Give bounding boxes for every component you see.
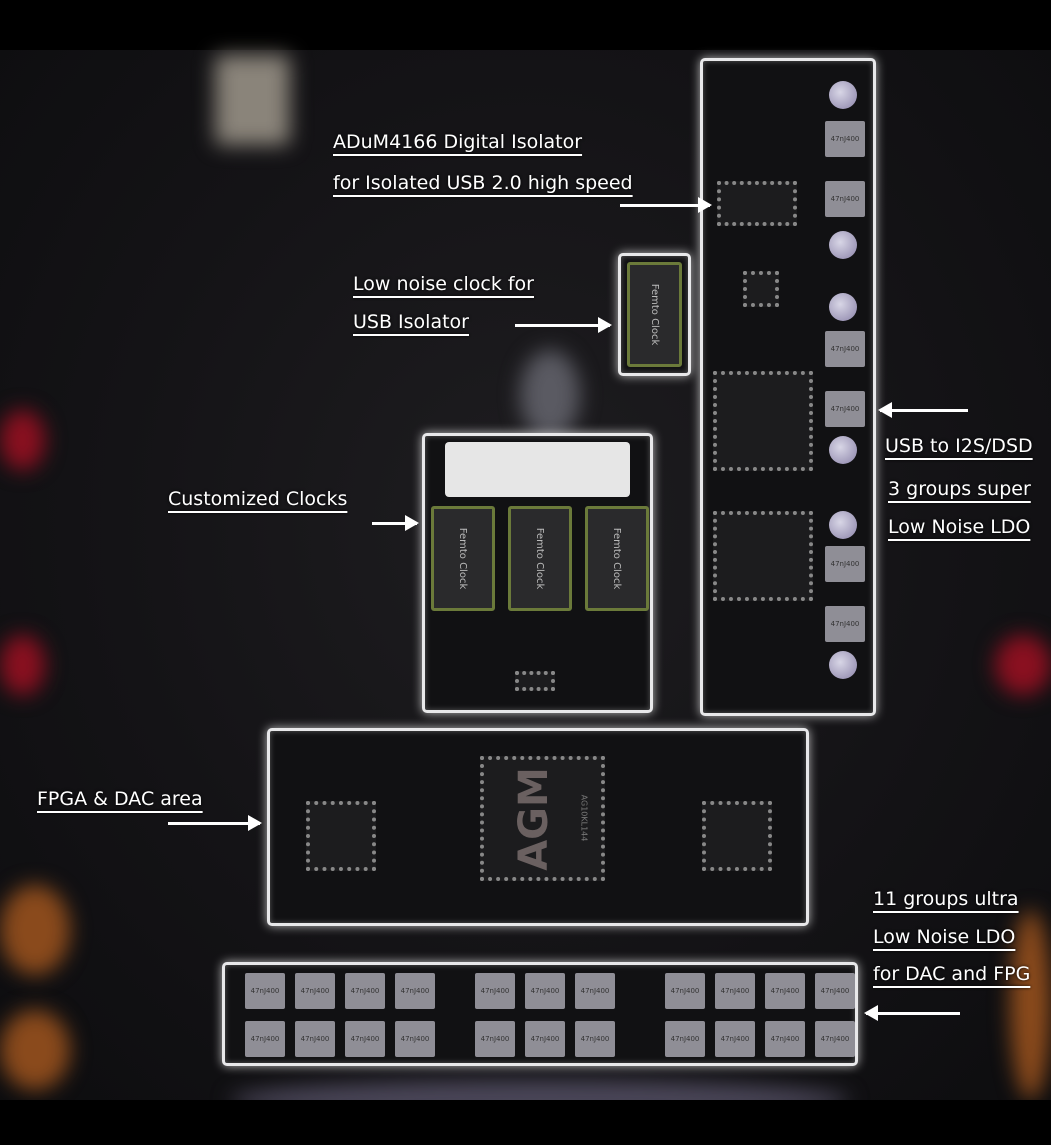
orange-capacitor-blur (0, 1010, 70, 1090)
capacitor (829, 81, 857, 109)
bottom-black-band (0, 1100, 1051, 1145)
ldo-inductor: 47nJ400 (815, 973, 855, 1009)
ldo-label-line3: for DAC and FPG (873, 963, 1031, 985)
ldo-row-highlight: 47nJ400 47nJ400 47nJ400 47nJ400 47nJ400 47nJ4… (222, 962, 858, 1066)
orange-capacitor-blur (1010, 910, 1051, 1100)
capacitor (829, 511, 857, 539)
fpga-logo: AGM (510, 767, 557, 871)
ldo-inductor: 47nJ400 (345, 973, 385, 1009)
red-component-blur (0, 410, 45, 470)
usb-i2s-label-line3: Low Noise LDO (888, 516, 1031, 538)
ldo-inductor: 47nJ400 (525, 973, 565, 1009)
small-ic (515, 671, 555, 691)
ldo-inductor: 47nJ400 (245, 1021, 285, 1057)
ldo-inductor: 47nJ400 (295, 1021, 335, 1057)
inductor: 47nJ400 (825, 121, 865, 157)
inductor: 47nJ400 (825, 391, 865, 427)
capacitor (829, 231, 857, 259)
small-ic (743, 271, 779, 307)
ldo-label-line2: Low Noise LDO (873, 926, 1016, 948)
fpga-chip: AGM AG10KL144 (480, 756, 605, 881)
inductor: 47nJ400 (825, 546, 865, 582)
ldo-inductor: 47nJ400 (345, 1021, 385, 1057)
ldo-inductor: 47nJ400 (815, 1021, 855, 1057)
ldo-inductor: 47nJ400 (475, 973, 515, 1009)
ldo-inductor: 47nJ400 (525, 1021, 565, 1057)
ldo-inductor: 47nJ400 (765, 973, 805, 1009)
arrow-left-icon (864, 1005, 960, 1021)
usb-isolator-clock-highlight: Femto Clock (618, 253, 691, 376)
customized-clocks-highlight: Femto Clock Femto Clock Femto Clock (422, 433, 653, 713)
ldo-inductor: 47nJ400 (245, 973, 285, 1009)
usb-i2s-section-highlight: 47nJ400 47nJ400 47nJ400 47nJ400 47nJ400 … (700, 58, 876, 716)
fpga-dac-area-highlight: AGM AG10KL144 (267, 728, 809, 926)
isolator-label-line2: for Isolated USB 2.0 high speed (333, 172, 633, 194)
arrow-right-icon (515, 317, 612, 333)
usb-clock-label-line1: Low noise clock for (353, 273, 534, 295)
femto-clock-oscillator: Femto Clock (627, 262, 682, 367)
isolator-label-line1: ADuM4166 Digital Isolator (333, 131, 583, 153)
ldo-inductor: 47nJ400 (715, 1021, 755, 1057)
arrow-right-icon (620, 197, 712, 213)
inductor: 47nJ400 (825, 181, 865, 217)
ldo-inductor: 47nJ400 (395, 973, 435, 1009)
top-black-band (0, 0, 1051, 50)
femto-clock-oscillator: Femto Clock (431, 506, 495, 611)
arrow-right-icon (168, 815, 262, 831)
femto-clock-oscillator: Femto Clock (508, 506, 572, 611)
fpga-part-number: AG10KL144 (579, 794, 589, 842)
usb-controller-chip (713, 371, 813, 471)
capacitor (829, 293, 857, 321)
dac-chip (306, 801, 376, 871)
ldo-inductor: 47nJ400 (715, 973, 755, 1009)
ldo-inductor: 47nJ400 (395, 1021, 435, 1057)
fpga-label: FPGA & DAC area (37, 788, 203, 810)
usb-i2s-label-line2: 3 groups super (888, 478, 1031, 500)
inductor: 47nJ400 (825, 606, 865, 642)
arrow-right-icon (372, 515, 419, 531)
ldo-inductor: 47nJ400 (665, 1021, 705, 1057)
adum4166-isolator-chip (717, 181, 797, 226)
ldo-inductor: 47nJ400 (295, 973, 335, 1009)
femto-clock-oscillator: Femto Clock (585, 506, 649, 611)
ldo-label-line1: 11 groups ultra (873, 888, 1019, 910)
capacitor (829, 651, 857, 679)
ldo-inductor: 47nJ400 (665, 973, 705, 1009)
ldo-inductor: 47nJ400 (765, 1021, 805, 1057)
inductor: 47nJ400 (825, 331, 865, 367)
component-blur (520, 350, 580, 440)
usb-clock-label-line2: USB Isolator (353, 311, 469, 333)
ldo-inductor: 47nJ400 (575, 1021, 615, 1057)
ldo-inductor: 47nJ400 (575, 973, 615, 1009)
usb-i2s-label-line1: USB to I2S/DSD (885, 435, 1033, 457)
arrow-left-icon (878, 402, 968, 418)
battery-holder (445, 442, 630, 497)
ldo-inductor: 47nJ400 (475, 1021, 515, 1057)
orange-capacitor-blur (0, 885, 70, 975)
dac-chip (702, 801, 772, 871)
capacitor (829, 436, 857, 464)
red-component-blur (995, 635, 1051, 695)
usb-controller-chip (713, 511, 813, 601)
clocks-label: Customized Clocks (168, 488, 348, 510)
usb-connector-blur (215, 55, 290, 145)
red-component-blur (0, 635, 45, 695)
